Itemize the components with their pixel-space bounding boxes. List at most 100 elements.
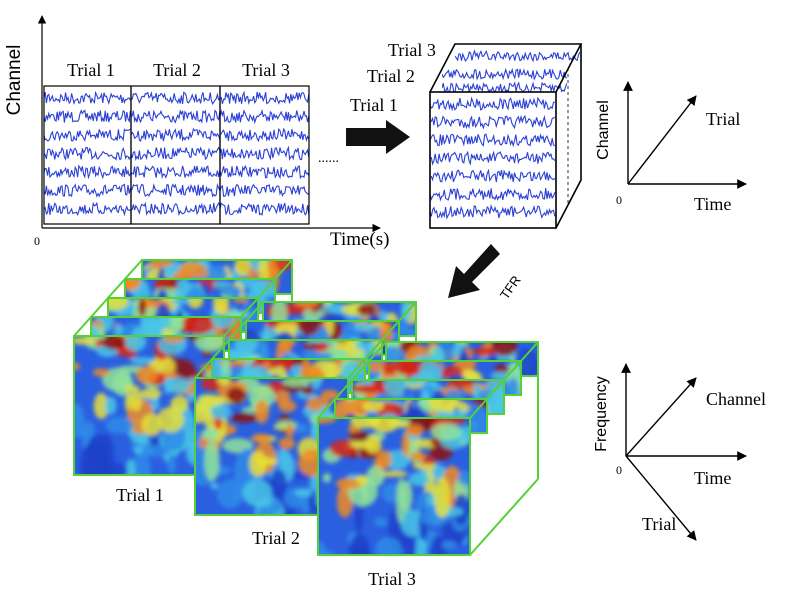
cube-label-trial1: Trial 1 xyxy=(350,95,398,115)
axes2-diagonal-down xyxy=(625,455,697,541)
tfr-blob xyxy=(373,517,388,527)
tfr-blob xyxy=(242,479,273,507)
raw-signal-trace xyxy=(130,201,221,217)
tfr-blob xyxy=(279,340,296,349)
tfr-blob xyxy=(311,378,322,390)
tfr-blob xyxy=(305,364,321,380)
tfr-blob xyxy=(357,303,377,316)
raw-signal-trace xyxy=(130,164,221,180)
axes-channel-trial-time: Channel Trial Time 0 xyxy=(595,81,747,214)
raw-y-label: Channel xyxy=(4,45,25,116)
tfr-trial-label-2: Trial 2 xyxy=(252,528,300,548)
axes2-label-channel: Channel xyxy=(706,389,766,409)
cube-signal-trace xyxy=(442,81,568,92)
tfr-blob xyxy=(204,440,220,482)
tfr-blob xyxy=(472,347,498,356)
tfr-blob xyxy=(406,424,424,437)
tfr-blob xyxy=(139,388,162,399)
tfr-blob xyxy=(125,279,136,291)
tfr-blob xyxy=(430,423,462,441)
cube-signal-trace xyxy=(430,168,556,183)
tfr-blob xyxy=(164,377,191,394)
tfr-panel-border xyxy=(317,417,471,556)
raw-signal-trace xyxy=(43,90,131,105)
raw-signal-trace xyxy=(219,90,310,105)
raw-signal-trace xyxy=(219,127,310,143)
raw-trial-label-1: Trial 1 xyxy=(67,60,115,80)
tfr-blob xyxy=(270,498,282,514)
tfr-stack-edge xyxy=(73,259,143,337)
axes1-label-trial: Trial xyxy=(706,109,740,129)
tfr-blob xyxy=(348,348,365,356)
raw-trial-1 xyxy=(43,85,132,225)
tfr-blob xyxy=(297,321,320,336)
tfr-blob xyxy=(163,336,186,343)
cube-signal-trace xyxy=(455,49,581,63)
raw-signal-trace xyxy=(219,183,309,198)
tfr-panel xyxy=(194,377,349,516)
tfr-blob xyxy=(382,361,397,375)
cube-label-trial2: Trial 2 xyxy=(367,66,415,86)
tfr-panel xyxy=(317,417,471,556)
tfr-blob xyxy=(430,438,441,446)
tfr-blob xyxy=(256,506,273,515)
tfr-blob xyxy=(129,389,143,412)
raw-trial-2 xyxy=(130,85,221,225)
tfr-blob xyxy=(352,384,382,394)
tfr-blob xyxy=(233,298,250,304)
raw-signal-trace xyxy=(43,183,131,198)
cube-front-signals xyxy=(430,96,556,220)
tfr-blob xyxy=(384,380,407,397)
tfr-blob xyxy=(157,406,184,433)
tfr-blob xyxy=(400,509,425,537)
tfr-blob xyxy=(303,308,314,322)
tfr-blob xyxy=(415,535,428,555)
tfr-blob-layer xyxy=(318,418,470,555)
tfr-blob xyxy=(301,386,314,396)
raw-signal-trace xyxy=(130,127,221,142)
tfr-blob xyxy=(105,416,134,434)
cube-mid-signals xyxy=(442,67,568,92)
tfr-blob xyxy=(278,400,297,413)
raw-signal-trace xyxy=(43,201,131,217)
tfr-blob xyxy=(74,362,80,371)
tfr-blob xyxy=(285,424,295,438)
tfr-blob xyxy=(294,488,313,497)
tfr-blob xyxy=(334,340,357,351)
tfr-blob xyxy=(135,366,159,385)
tfr-blob xyxy=(182,317,215,335)
tfr-blob xyxy=(103,462,128,475)
raw-signal-trace xyxy=(219,202,310,216)
cube-side-face xyxy=(555,44,582,229)
axes1-origin: 0 xyxy=(616,193,622,207)
tfr-blob xyxy=(404,380,423,386)
tfr-blob xyxy=(428,399,459,412)
tfr-blob xyxy=(93,392,109,420)
tfr-blob xyxy=(447,380,474,388)
tfr-blob xyxy=(353,322,373,332)
tfr-blob xyxy=(458,470,470,486)
tfr-blob xyxy=(141,413,162,436)
tfr-stack-edge xyxy=(317,341,387,419)
tfr-blob xyxy=(361,399,384,412)
tfr-arrow-label: TFR xyxy=(497,273,524,302)
raw-trial-3 xyxy=(219,85,310,225)
raw-signal-trace xyxy=(43,109,131,124)
tfr-blob xyxy=(486,385,504,414)
tfr-blob xyxy=(229,349,253,360)
axes-frequency-channel-time-trial: Frequency Channel Time Trial 0 xyxy=(593,363,766,541)
raw-signal-trace xyxy=(219,145,310,161)
cube-front-face xyxy=(429,91,557,229)
raw-signal-trace xyxy=(43,128,131,142)
raw-signal-trace xyxy=(130,90,221,105)
tfr-stack-trial-3 xyxy=(317,341,539,556)
cube-signal-trace xyxy=(442,67,568,81)
tfr-blob-layer xyxy=(195,378,348,515)
tfr-blob xyxy=(170,298,191,305)
raw-trial-label-2: Trial 2 xyxy=(153,60,201,80)
tfr-blob xyxy=(320,389,340,401)
tfr-blob xyxy=(234,260,252,277)
tfr-blob xyxy=(125,336,147,352)
tfr-blob xyxy=(201,427,219,441)
